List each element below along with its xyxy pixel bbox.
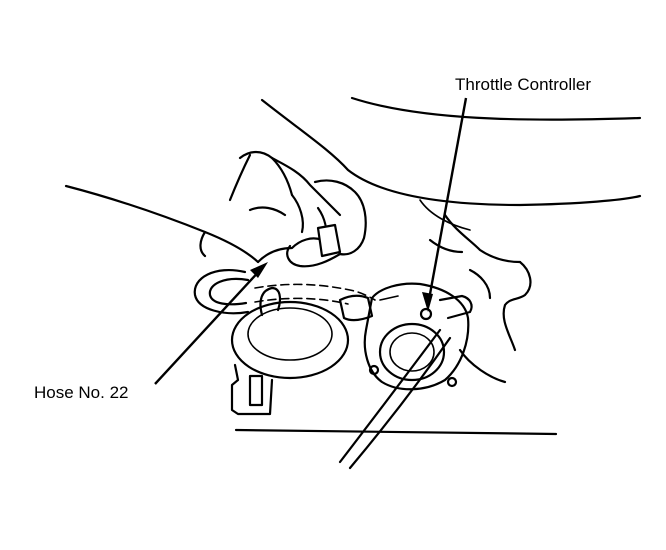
vacuum-diaphragm: [230, 286, 350, 416]
hose-leader: [154, 262, 268, 385]
base-line: [234, 428, 558, 436]
throttle-controller-label: Throttle Controller: [455, 75, 592, 94]
engine-block: [428, 213, 532, 384]
upper-housing: [260, 96, 642, 231]
throttle-controller-leader: [422, 97, 468, 312]
hose-no-22: [254, 283, 376, 322]
hand-illustration: [64, 150, 367, 268]
hose-label: Hose No. 22: [34, 383, 129, 402]
diagonal-rod: [338, 328, 452, 470]
hose-loop: [193, 269, 250, 315]
throttle-controller: [363, 282, 473, 391]
